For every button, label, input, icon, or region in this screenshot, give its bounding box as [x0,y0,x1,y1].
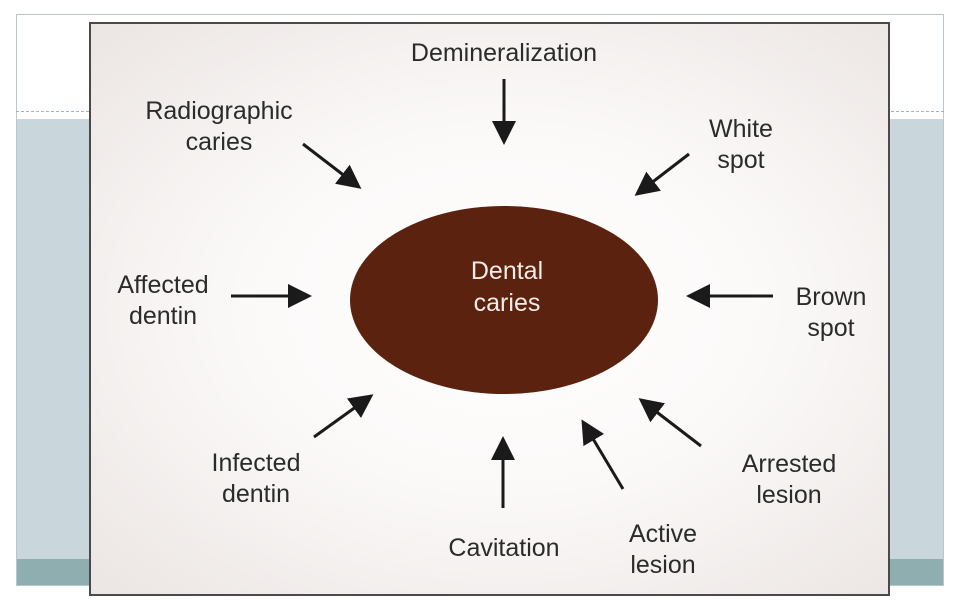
label-affected-dentin-line-1: Affected [117,271,209,299]
label-cavitation-line-1: Cavitation [448,534,560,562]
label-arrested-lesion-line-2: lesion [756,481,822,509]
label-radiographic-caries-line-1: Radiographic [145,97,293,125]
label-infected-dentin-line-1: Infected [211,449,301,477]
label-affected-dentin-line-2: dentin [128,302,198,330]
arrow-white-spot [634,152,690,196]
label-arrested-lesion-line-1: Arrested [741,450,837,478]
label-active-lesion: Active lesion [603,519,723,581]
dental-caries-ellipse [350,206,658,394]
label-demineralization-line-1: Demineralization [410,39,598,67]
label-white-spot-line-1: White [709,115,773,143]
arrow-active-lesion [581,419,625,490]
label-active-lesion-line-2: lesion [630,551,696,579]
label-brown-spot-line-2: spot [807,314,855,342]
label-affected-dentin: Affected dentin [103,270,223,332]
label-demineralization: Demineralization [379,38,629,69]
label-brown-spot: Brown spot [781,282,881,344]
label-brown-spot-line-1: Brown [795,283,867,311]
arrow-radiographic-caries [302,142,362,189]
center-label-line-2: caries [473,289,541,317]
label-white-spot: White spot [691,114,791,176]
arrow-infected-dentin [313,394,374,439]
label-active-lesion-line-1: Active [628,520,698,548]
label-white-spot-line-2: spot [717,146,765,174]
diagram-panel: Dental caries Demineralization Radiograp… [89,22,890,596]
label-cavitation: Cavitation [429,533,579,564]
center-label: Dental caries [444,255,570,319]
label-radiographic-caries: Radiographic caries [119,96,319,158]
diagram-canvas [231,79,773,508]
label-arrested-lesion: Arrested lesion [719,449,859,511]
arrow-arrested-lesion [638,398,702,448]
label-infected-dentin: Infected dentin [191,448,321,510]
label-infected-dentin-line-2: dentin [221,480,291,508]
label-radiographic-caries-line-2: caries [185,128,253,156]
center-label-line-1: Dental [470,257,544,285]
